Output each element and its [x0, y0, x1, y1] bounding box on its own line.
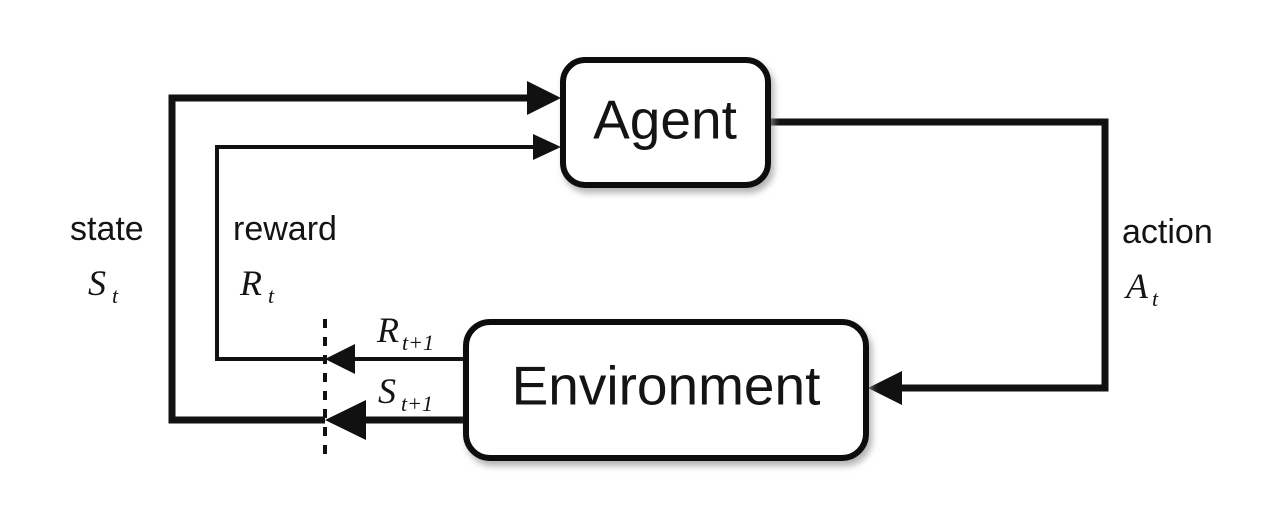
- arrow-head-state-to-agent: [527, 81, 561, 115]
- next-state-subscript-label: t+1: [401, 391, 433, 416]
- label-action: action A t: [1122, 213, 1213, 311]
- reward-subscript-label: t: [268, 283, 275, 308]
- node-environment[interactable]: Environment: [463, 319, 869, 461]
- edge-reward-loop: [215, 134, 561, 361]
- label-next-reward: R t+1: [376, 310, 434, 355]
- edge-state-loop: [168, 81, 561, 424]
- state-word-label: state: [70, 210, 144, 248]
- reward-symbol-label: R: [239, 263, 262, 303]
- environment-label: Environment: [512, 355, 821, 417]
- node-agent[interactable]: Agent: [560, 57, 771, 188]
- arrow-head-next-state: [325, 400, 366, 440]
- reward-word-label: reward: [233, 210, 337, 248]
- state-symbol-label: S: [88, 263, 106, 303]
- edge-action-loop: [768, 118, 1109, 405]
- next-reward-symbol-label: R: [376, 310, 399, 350]
- state-subscript-label: t: [112, 283, 119, 308]
- agent-label: Agent: [593, 89, 737, 151]
- next-reward-subscript-label: t+1: [402, 330, 434, 355]
- action-symbol-label: A: [1124, 266, 1149, 306]
- environment-box: [463, 319, 869, 461]
- action-subscript-label: t: [1152, 286, 1159, 311]
- label-reward: reward R t: [233, 210, 337, 308]
- arrow-head-action-to-environment: [868, 371, 902, 405]
- action-word-label: action: [1122, 213, 1213, 251]
- label-next-state: S t+1: [378, 371, 433, 416]
- arrow-head-reward-to-agent: [533, 134, 561, 160]
- agent-box: [560, 57, 771, 188]
- arrow-head-next-reward: [325, 344, 355, 374]
- edge-next-state: [325, 400, 466, 440]
- label-state: state S t: [70, 210, 144, 308]
- edge-next-reward: [325, 344, 466, 374]
- next-state-symbol-label: S: [378, 371, 396, 411]
